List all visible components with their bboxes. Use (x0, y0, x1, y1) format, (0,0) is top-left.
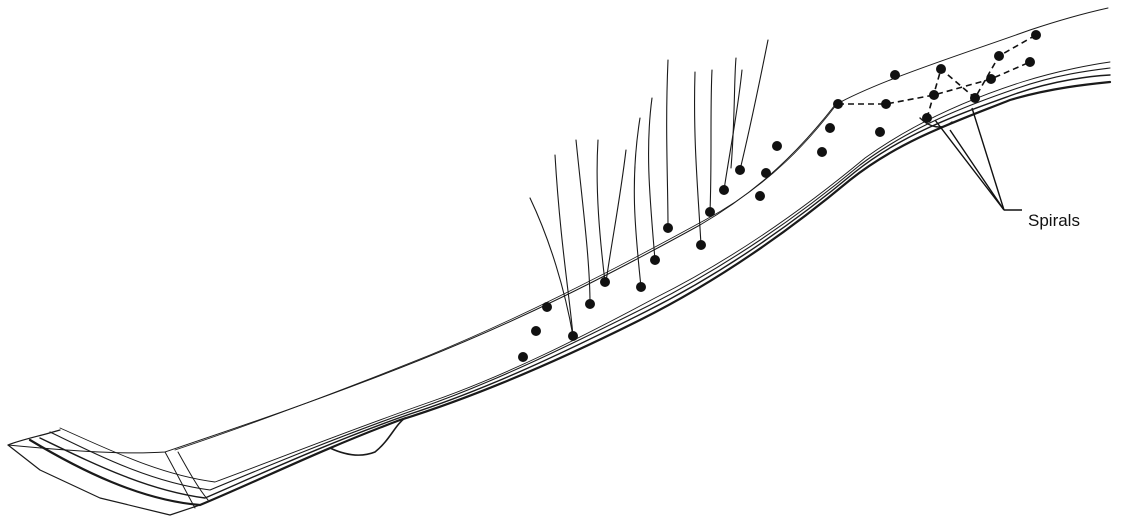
dot (719, 185, 729, 195)
dot (1031, 30, 1041, 40)
dot (705, 207, 715, 217)
dot (875, 127, 885, 137)
dot (1025, 57, 1035, 67)
dot (761, 168, 771, 178)
hairs-group (530, 40, 768, 336)
dot (568, 331, 578, 341)
dot-markers (518, 30, 1041, 362)
dot (585, 299, 595, 309)
dot (772, 141, 782, 151)
spiral-dashed-lines (838, 35, 1036, 118)
dot (650, 255, 660, 265)
spirals-label: Spirals (1028, 211, 1080, 230)
dot (825, 123, 835, 133)
dot (755, 191, 765, 201)
dot (663, 223, 673, 233)
dot (890, 70, 900, 80)
dot (531, 326, 541, 336)
stem-outline (8, 8, 1110, 515)
dot (518, 352, 528, 362)
dot (636, 282, 646, 292)
dot (696, 240, 706, 250)
dot (600, 277, 610, 287)
dot (735, 165, 745, 175)
dot (542, 302, 552, 312)
spirals-leader-lines (935, 108, 1022, 210)
dot (817, 147, 827, 157)
